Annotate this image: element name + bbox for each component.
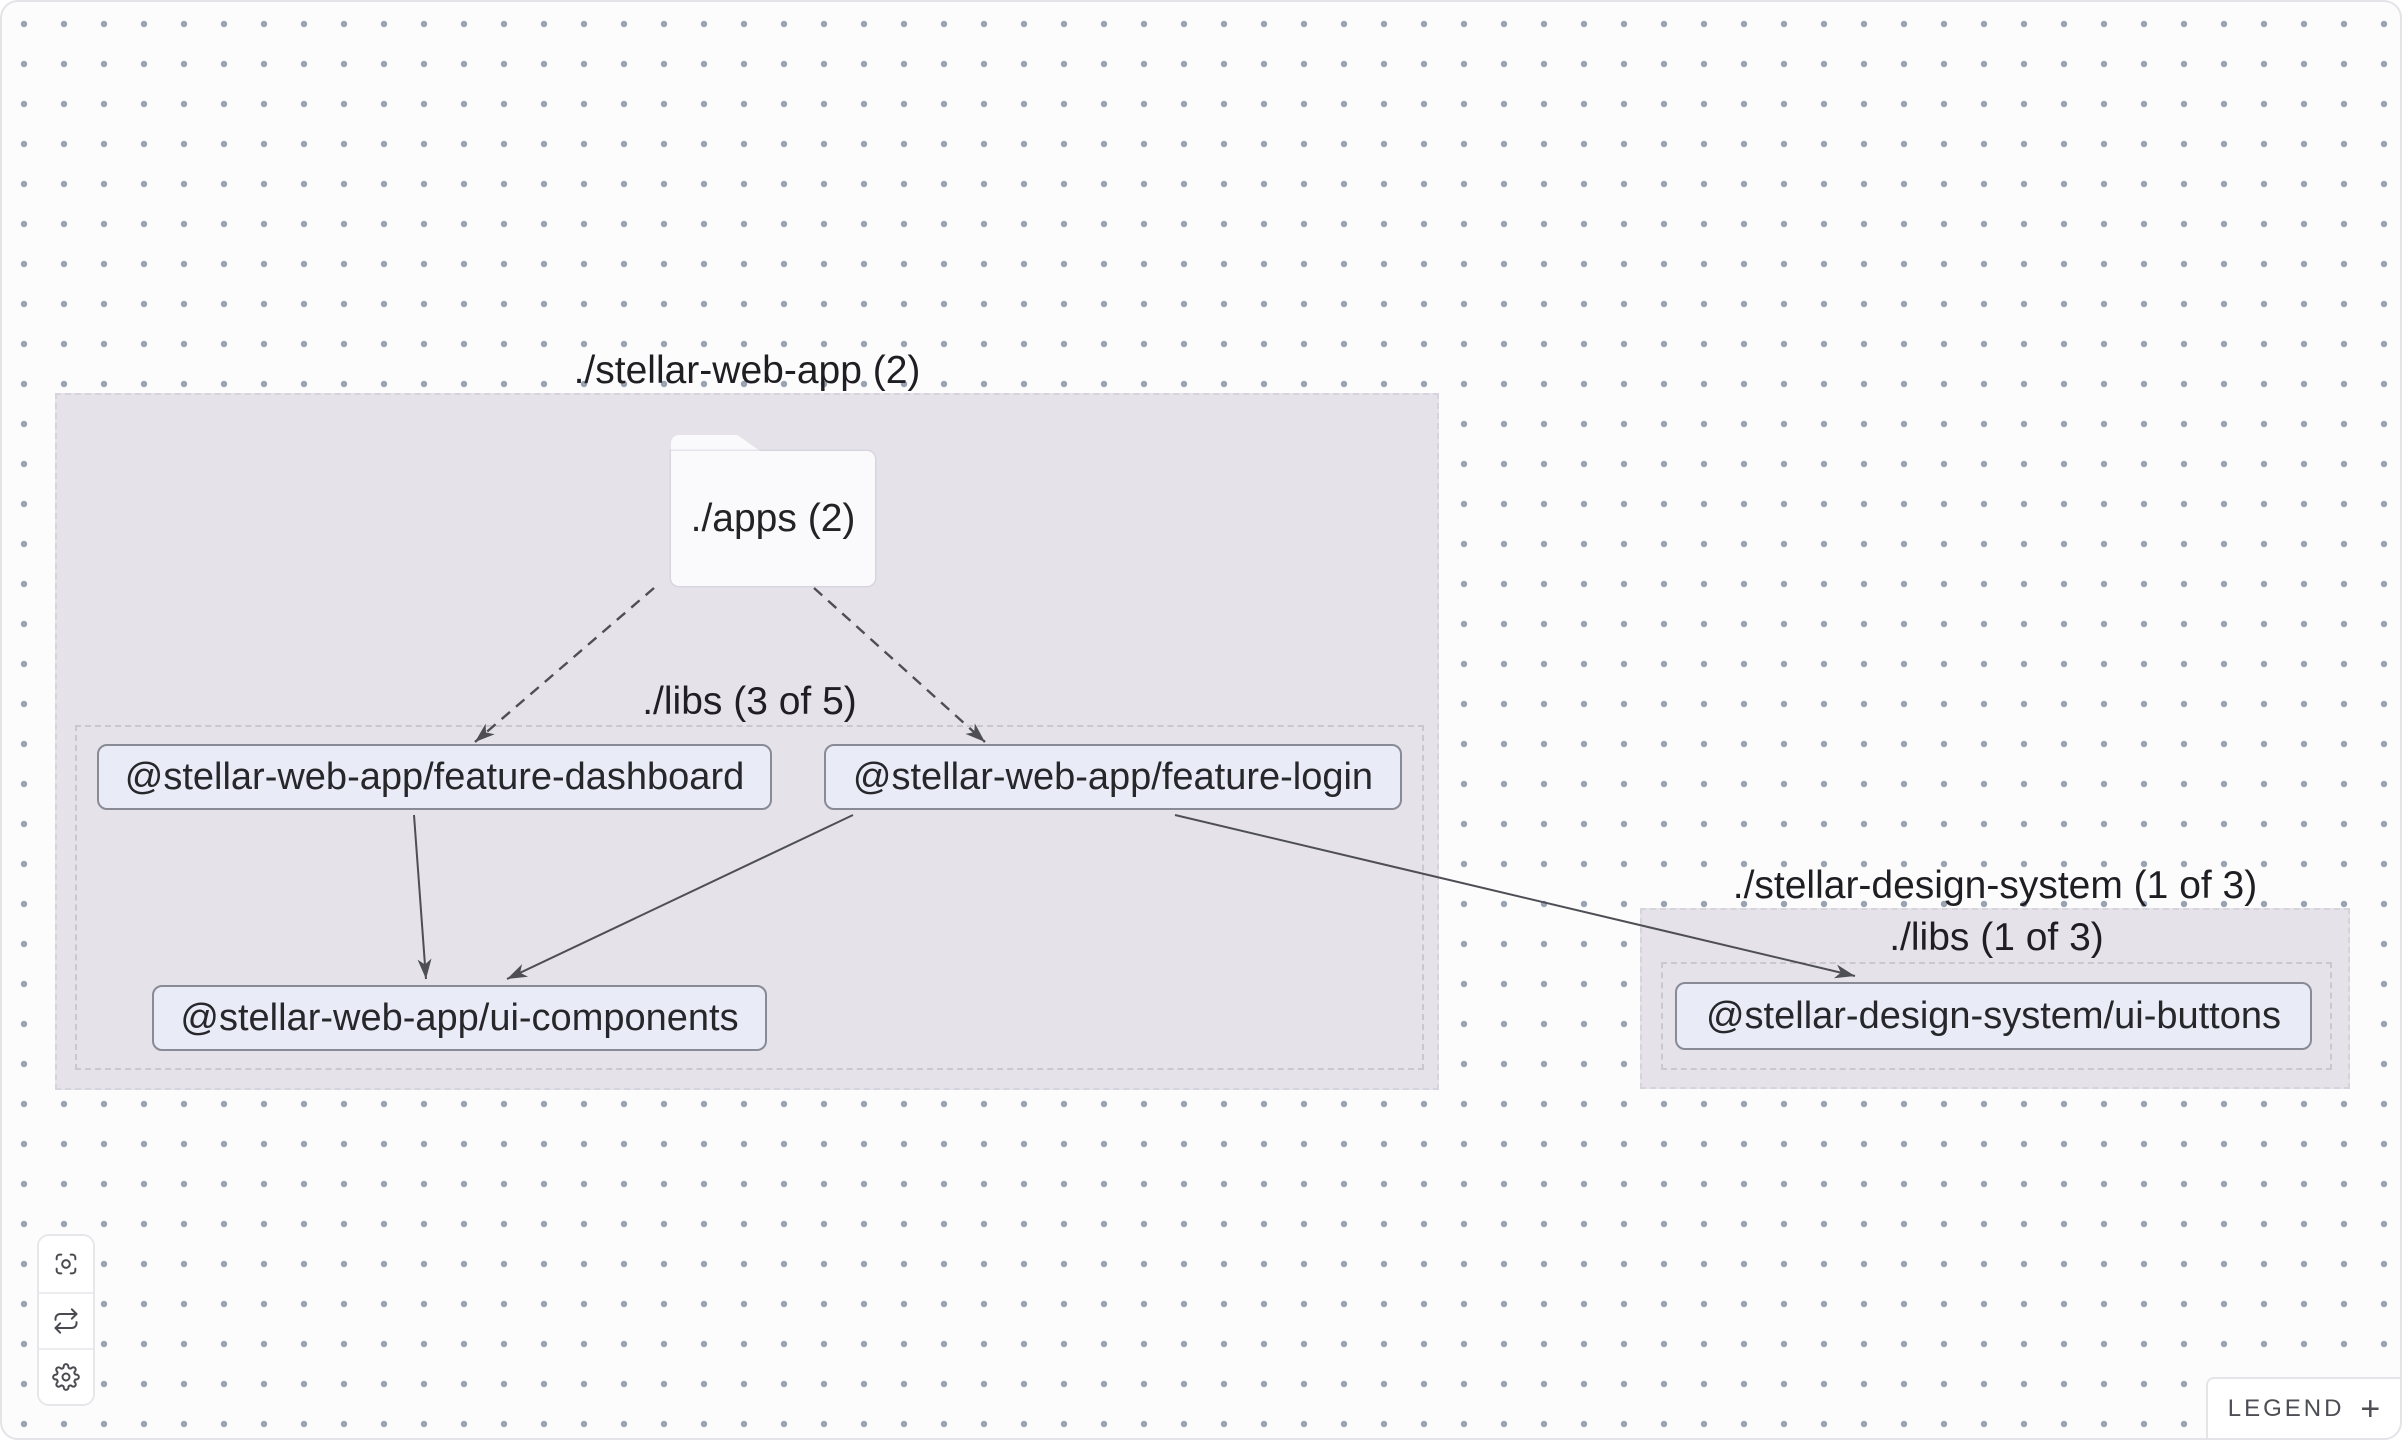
refresh-icon — [54, 1308, 78, 1334]
plus-icon: + — [2360, 1389, 2381, 1428]
refresh-button[interactable] — [39, 1292, 93, 1348]
focus-icon — [55, 1253, 77, 1275]
settings-button[interactable] — [39, 1348, 93, 1404]
node-ui-components[interactable]: @stellar-web-app/ui-components — [152, 985, 767, 1051]
group-label-stellar-web-app: ./stellar-web-app (2) — [573, 349, 921, 392]
graph-toolbar — [37, 1234, 95, 1406]
node-feature-dashboard[interactable]: @stellar-web-app/feature-dashboard — [97, 744, 772, 810]
folder-label-apps: ./apps (2) — [671, 451, 875, 586]
group-label-design-system-libs: ./libs (1 of 3) — [1889, 916, 2104, 959]
node-ui-buttons[interactable]: @stellar-design-system/ui-buttons — [1675, 982, 2312, 1050]
folder-node-apps[interactable]: ./apps (2) — [671, 435, 875, 586]
focus-button[interactable] — [39, 1236, 93, 1292]
node-feature-login[interactable]: @stellar-web-app/feature-login — [824, 744, 1402, 810]
legend-label: LEGEND — [2227, 1394, 2345, 1422]
group-label-stellar-design-system: ./stellar-design-system (1 of 3) — [1732, 864, 2258, 907]
group-design-system-libs — [1661, 962, 2332, 1070]
legend-button[interactable]: LEGEND + — [2206, 1377, 2400, 1438]
folder-tab — [671, 435, 763, 453]
group-label-web-app-libs: ./libs (3 of 5) — [642, 680, 857, 723]
gear-icon — [52, 1363, 80, 1391]
